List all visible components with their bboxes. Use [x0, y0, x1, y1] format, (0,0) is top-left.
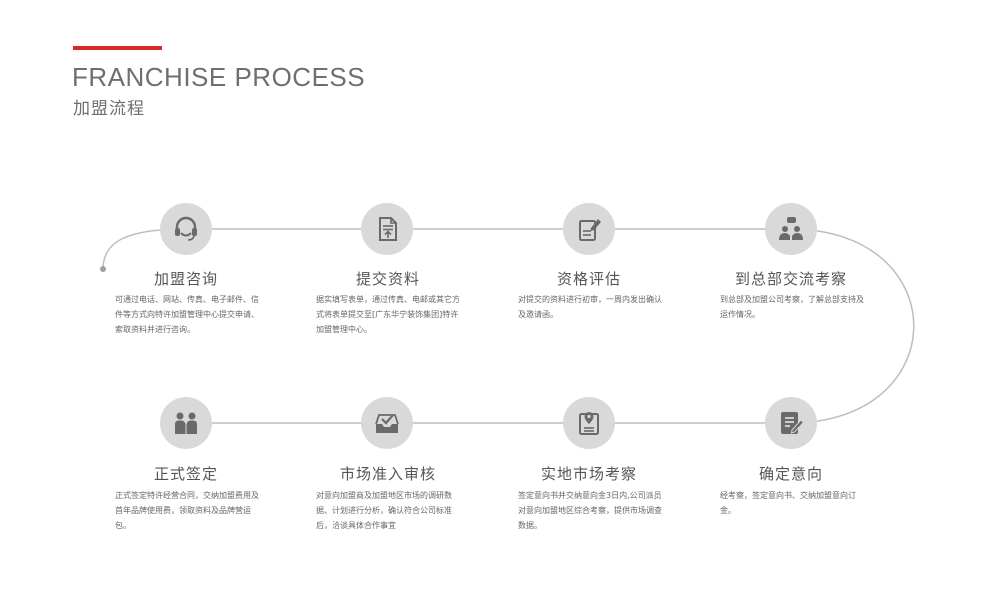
- step-desc: 对提交的资料进行初审，一周内发出确认及邀请函。: [518, 295, 662, 319]
- step-title: 正式签定: [153, 465, 218, 483]
- step-desc: 据实填写表单，通过传真、电邮或其它方式将表单提交至[广东华宁装饰集团]特许加盟管…: [316, 295, 460, 334]
- step-desc: 经考察，签定意向书、交纳加盟意向订金。: [720, 491, 856, 515]
- step-title: 资格评估: [556, 270, 621, 288]
- step-title: 市场准入审核: [339, 465, 436, 483]
- page-title: FRANCHISE PROCESS: [72, 62, 366, 92]
- step-title: 到总部交流考察: [734, 270, 847, 288]
- path-start-dot: [100, 266, 106, 272]
- location-doc-icon: [563, 397, 615, 449]
- inbox-check-icon: [361, 397, 413, 449]
- step-desc: 正式签定特许经营合同，交纳加盟费用及首年品牌使用费，领取资料及品牌营运包。: [115, 491, 259, 530]
- step-title: 加盟咨询: [153, 270, 218, 288]
- step-title: 提交资料: [355, 270, 420, 288]
- step-desc: 对意向加盟商及加盟地区市场的调研数据、计划进行分析，确认符合公司标准后，洽谈具体…: [316, 491, 452, 530]
- edit-document-icon: [563, 203, 615, 255]
- step-desc: 签定意向书并交纳意向金3日内,公司派员对意向加盟地区综合考察，提供市场调查数据。: [518, 491, 662, 530]
- headset-icon: [160, 203, 212, 255]
- accent-bar: [73, 46, 162, 50]
- sign-form-icon: [765, 397, 817, 449]
- page-subtitle: 加盟流程: [73, 99, 145, 119]
- step-desc: 到总部及加盟公司考察，了解总部支持及运作情况。: [720, 295, 864, 319]
- document-upload-icon: [361, 203, 413, 255]
- step-title: 实地市场考察: [540, 465, 637, 483]
- meeting-icon: [765, 203, 817, 255]
- step-title: 确定意向: [758, 465, 823, 483]
- partnership-icon: [160, 397, 212, 449]
- step-desc: 可通过电话、网站、传真、电子邮件、信件等方式向特许加盟管理中心提交申请、索取资料…: [115, 295, 259, 334]
